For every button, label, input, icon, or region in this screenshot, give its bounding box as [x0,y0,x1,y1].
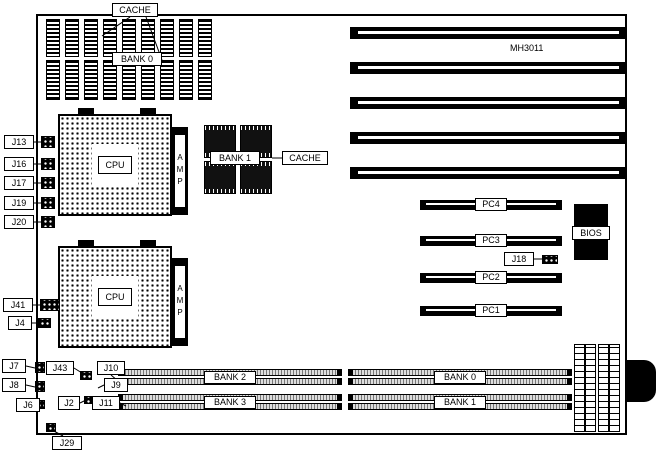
cache-top-label: CACHE [112,3,158,17]
connector-j13 [41,136,55,148]
connector-j20 [41,216,55,228]
connector-j4 [38,318,51,328]
isa-slot-2 [350,62,627,74]
keyboard-din-connector [626,360,656,402]
dip-chip [160,19,174,57]
connector-j8 [35,381,45,392]
pci-label-pc4: PC4 [475,198,507,211]
pin-header-block-2 [598,344,620,432]
socket-tab [140,108,156,115]
connector-j43 [80,371,92,380]
cache-chip-bank1 [204,161,236,194]
dip-chip [141,60,155,100]
cpu-label-1: CPU [98,156,132,174]
jumper-label-j4: J4 [8,316,32,330]
dip-chip [179,19,193,57]
amp-label-1: AMP [175,153,185,189]
connector-j41 [40,299,60,311]
amp-label-2: AMP [175,284,185,320]
jumper-label-j8: J8 [2,378,26,392]
jumper-label-j11: J11 [92,396,120,410]
connector-j7 [35,362,45,373]
simm-label-bank0: BANK 0 [434,371,486,384]
bios-label: BIOS [572,226,610,240]
bank0-cache-label: BANK 0 [112,52,162,66]
simm-label-bank1: BANK 1 [434,396,486,409]
jumper-label-j7: J7 [2,359,26,373]
cpu-socket-1-center: CPU [92,144,138,186]
jumper-label-j17: J17 [4,176,34,190]
amp-chip-2: AMP [172,258,188,346]
pci-label-pc3: PC3 [475,234,507,247]
dip-chip [198,60,212,100]
dip-chip [65,60,79,100]
dip-chip [84,60,98,100]
cpu-socket-1: CPU [58,114,172,216]
board-model-text: MH3011 [510,43,544,53]
jumper-label-j20: J20 [4,215,34,229]
bank1-cache-label: BANK 1 [210,151,260,165]
simm-label-bank2: BANK 2 [204,371,256,384]
jumper-label-j29: J29 [52,436,82,450]
jumper-label-j6: J6 [16,398,40,412]
pci-label-pc2: PC2 [475,271,507,284]
pci-label-pc1: PC1 [475,304,507,317]
dip-chip [179,60,193,100]
socket-tab [78,240,94,247]
cpu-label-2: CPU [98,288,132,306]
jumper-label-j16: J16 [4,157,34,171]
dip-chip [65,19,79,57]
dip-chip [84,19,98,57]
connector-j18 [542,255,558,264]
cache-chip-bank1 [240,161,272,194]
dip-chip [46,60,60,100]
jumper-label-j13: J13 [4,135,34,149]
cpu-socket-2: CPU [58,246,172,348]
isa-slot-3 [350,97,627,109]
isa-slot-4 [350,132,627,144]
jumper-label-j2: J2 [58,396,80,410]
pin-header-block-1 [574,344,596,432]
dip-chip [103,60,117,100]
cpu-socket-2-center: CPU [92,276,138,318]
connector-j16 [41,158,55,170]
dip-chip [198,19,212,57]
amp-chip-1-body: AMP [175,135,185,207]
dip-chip [160,60,174,100]
amp-chip-2-body: AMP [175,266,185,338]
jumper-label-j43: J43 [46,361,74,375]
socket-tab [78,108,94,115]
jumper-label-j10: J10 [97,361,125,375]
jumper-label-j19: J19 [4,196,34,210]
connector-j19 [41,197,55,209]
amp-chip-1: AMP [172,127,188,215]
cache-chip-row-2 [46,60,212,100]
connector-j17 [41,177,55,189]
dip-chip [46,19,60,57]
dip-chip [122,60,136,100]
jumper-label-j41: J41 [3,298,33,312]
board-outline [36,14,627,435]
socket-tab [140,240,156,247]
jumper-label-j9: J9 [104,378,128,392]
simm-label-bank3: BANK 3 [204,396,256,409]
cache-mid-label: CACHE [282,151,328,165]
connector-j29 [46,423,56,432]
isa-slot-5 [350,167,627,179]
isa-slot-1 [350,27,627,39]
jumper-label-j18: J18 [504,252,534,266]
